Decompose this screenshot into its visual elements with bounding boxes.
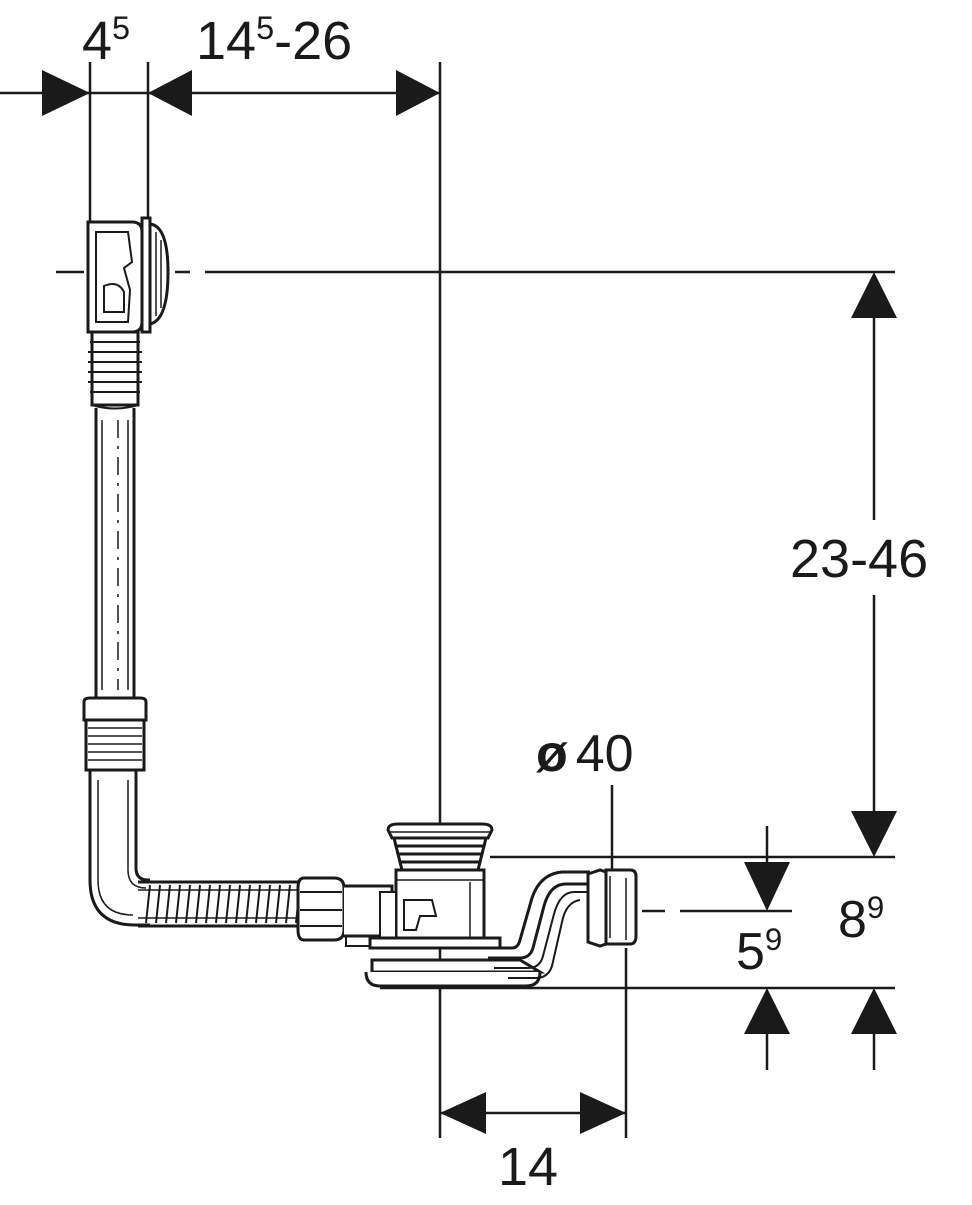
dimension-label-top-middle-base: 14 <box>196 11 257 71</box>
dimension-label-lower-a-sup: 9 <box>764 921 783 957</box>
dimension-label-lower-b: 89 <box>838 891 884 949</box>
dimension-label-top-left-sup: 5 <box>112 9 131 46</box>
outlet-pipe <box>488 870 592 979</box>
dimension-label-lower-a-base: 5 <box>736 923 765 981</box>
dimension-label-top-left-base: 4 <box>82 11 113 71</box>
dimension-label-height-range: 23-46 <box>790 529 929 589</box>
outlet-fitting <box>586 868 638 948</box>
dimension-label-lower-a: 59 <box>736 923 782 981</box>
dimension-label-top-middle-sup: 5 <box>256 9 275 46</box>
diameter-value: 40 <box>575 725 634 783</box>
dimension-label-bottom-text: 14 <box>498 1137 559 1197</box>
dimension-label-height-range-text: 23-46 <box>790 529 929 589</box>
union-nut <box>296 876 394 947</box>
flex-hose <box>138 880 305 928</box>
pipe-elbow <box>88 770 150 927</box>
diameter-symbol: ø <box>536 725 568 783</box>
vertical-pipe <box>94 408 136 700</box>
upper-coupling <box>88 330 142 410</box>
arrowheads <box>42 70 897 1134</box>
drain-body <box>364 822 546 988</box>
dimension-label-top-middle-rest: -26 <box>274 11 353 71</box>
dimension-label-top-left: 45 <box>82 11 130 71</box>
overflow-head <box>86 216 170 334</box>
dimension-label-lower-b-base: 8 <box>838 891 867 949</box>
dimension-label-top-middle: 145-26 <box>196 11 353 71</box>
dimension-label-lower-b-sup: 9 <box>866 889 885 925</box>
dimension-label-bottom: 14 <box>498 1140 558 1194</box>
lower-sleeve <box>82 696 148 772</box>
